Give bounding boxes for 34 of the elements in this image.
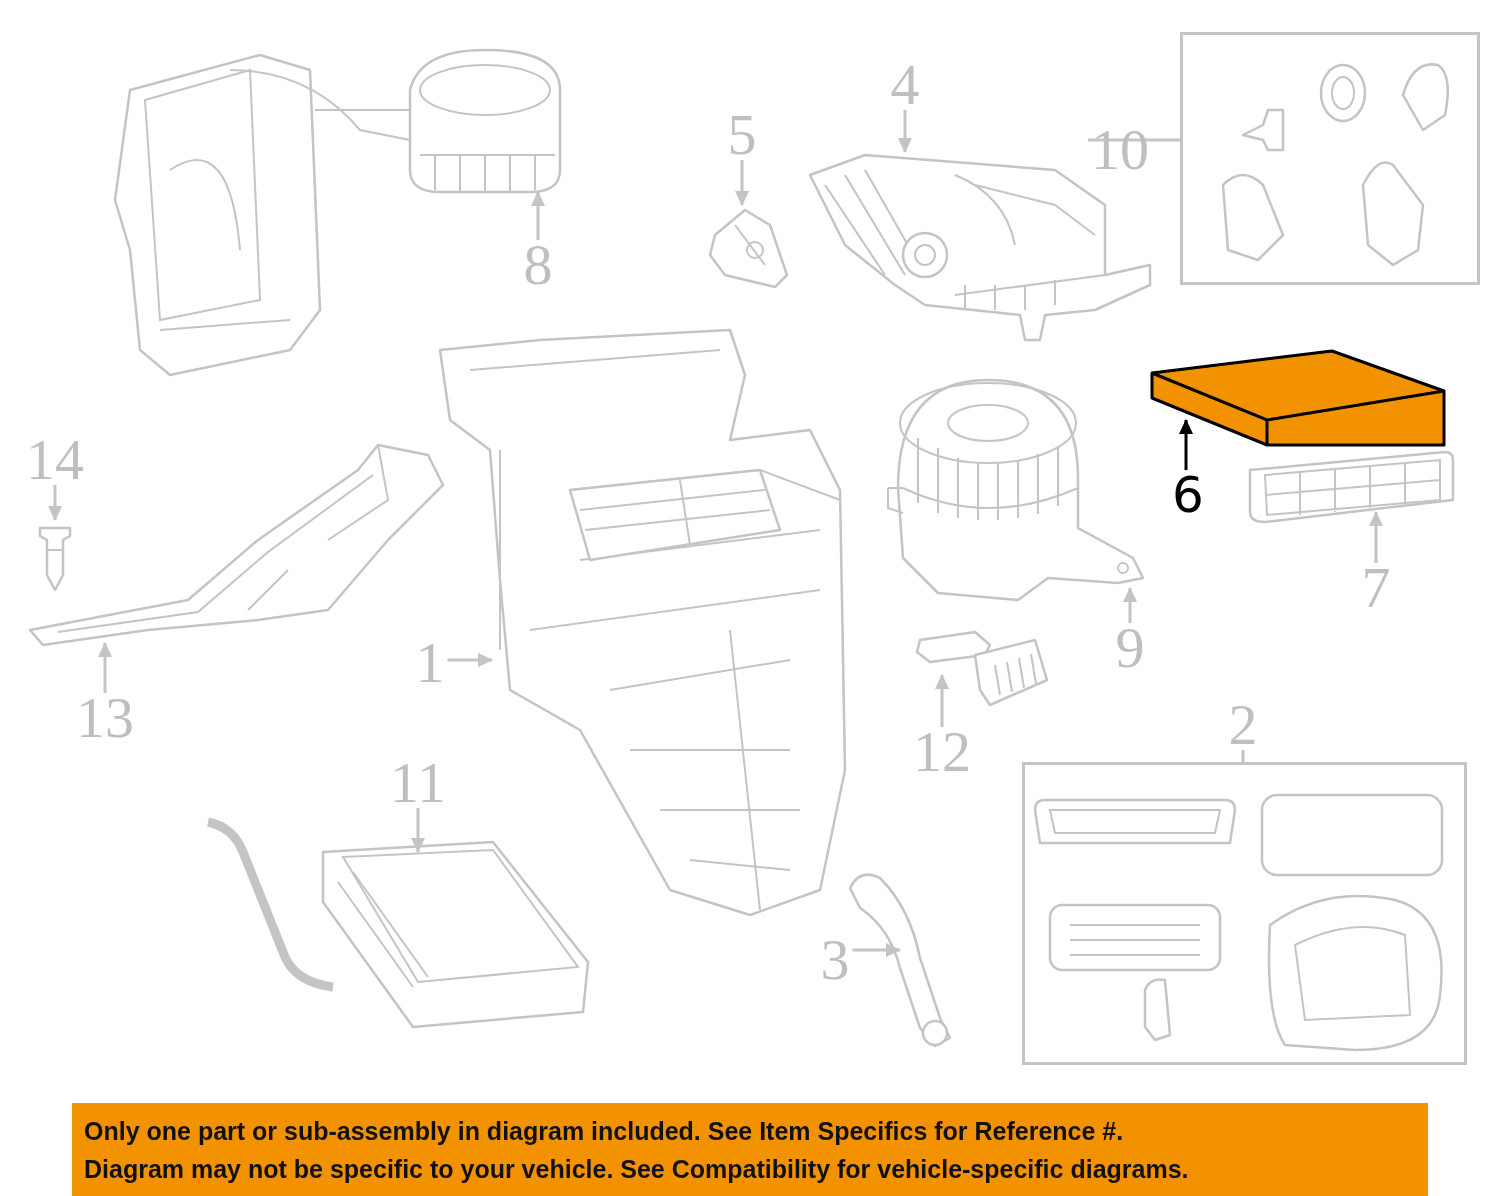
callout-number: 9: [1112, 623, 1148, 673]
callout-number: 8: [520, 240, 556, 290]
cabin-filter-drawing: [1150, 348, 1446, 446]
leader-arrow: [411, 808, 425, 853]
leader-arrow: [898, 110, 912, 153]
callout-number: 10: [1088, 125, 1152, 175]
notice-banner: [72, 1103, 1428, 1196]
callout-number: 14: [23, 435, 87, 485]
callout-number: 11: [386, 758, 450, 808]
parts-group-box: [1180, 32, 1480, 285]
callout-number: 4: [887, 60, 923, 110]
leader-arrow: [531, 191, 545, 240]
callout-number: 12: [910, 727, 974, 777]
notice-text: Only one part or sub-assembly in diagram included. See Item Specifics for Reference #.: [84, 1115, 1125, 1147]
leader-arrow: [447, 653, 493, 667]
callout-number: 6: [1170, 470, 1206, 520]
leader-arrow: [935, 674, 949, 727]
leader-arrow: [98, 642, 112, 693]
callout-number: 3: [817, 935, 853, 985]
callout-number: 5: [724, 110, 760, 160]
notice-text: Diagram may not be specific to your vehicle. See Compatibility for vehicle-specific diagrams.: [84, 1153, 1190, 1185]
leader-arrow: [1123, 587, 1137, 623]
callout-number: 1: [412, 638, 448, 688]
leader-arrow: [1179, 419, 1193, 470]
leader-arrow: [852, 943, 901, 957]
leader-arrow: [735, 160, 749, 206]
callout-number: 7: [1358, 563, 1394, 613]
callout-number: 13: [73, 693, 137, 743]
leader-arrow: [48, 485, 62, 521]
leader-line: [1088, 138, 1180, 142]
leader-arrow: [1369, 511, 1383, 563]
callout-number: 2: [1225, 700, 1261, 750]
parts-group-box: [1022, 762, 1467, 1065]
leader-line: [1241, 750, 1245, 762]
